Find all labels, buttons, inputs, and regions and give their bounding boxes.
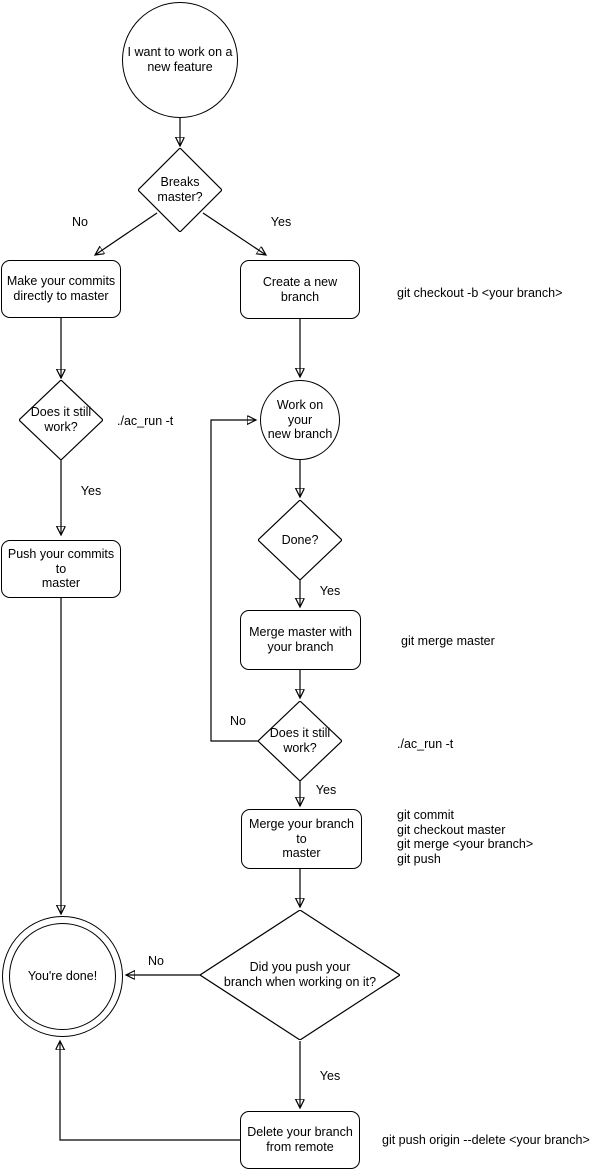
- node-breaks-master: Breaks master?: [138, 148, 222, 232]
- node-start-label: I want to work on a new feature: [127, 45, 233, 74]
- node-did-push-label: Did you push your branch when working on…: [223, 960, 377, 989]
- node-youre-done-inner-ring: You're done!: [9, 923, 116, 1030]
- node-youre-done-label: You're done!: [27, 969, 98, 984]
- edge-label-no-top: No: [70, 215, 90, 229]
- edge-label-yes-left: Yes: [78, 484, 104, 498]
- annotation-ac-run-right: ./ac_run -t: [397, 736, 454, 751]
- node-breaks-master-label: Breaks master?: [157, 175, 203, 204]
- annotation-checkout-branch: git checkout -b <your branch>: [397, 285, 563, 300]
- edge-label-yes-done: Yes: [317, 584, 343, 598]
- node-done-check: Done?: [258, 500, 342, 580]
- edge-label-no-loop: No: [228, 714, 248, 728]
- diamond-shape: [258, 500, 342, 580]
- node-merge-master: Merge master with your branch: [240, 610, 361, 670]
- node-does-work-right: Does it still work?: [258, 701, 342, 781]
- node-does-work-right-label: Does it still work?: [269, 726, 331, 755]
- node-work-branch: Work on your new branch: [260, 380, 340, 460]
- edge-label-yes-top: Yes: [268, 215, 294, 229]
- node-create-branch-label: Create a new branch: [262, 274, 338, 304]
- diamond-shape: [138, 148, 222, 232]
- node-make-commits-label: Make your commits directly to master: [6, 274, 116, 303]
- node-youre-done: You're done!: [2, 916, 123, 1037]
- node-did-push: Did you push your branch when working on…: [200, 910, 400, 1040]
- annotation-merge-branch-cmds: git commit git checkout master git merge…: [397, 808, 534, 866]
- node-does-work-left-label: Does it still work?: [30, 405, 92, 434]
- diamond-shape: [200, 910, 400, 1040]
- node-work-branch-label: Work on your new branch: [267, 397, 333, 442]
- annotation-ac-run-left: ./ac_run -t: [117, 413, 174, 428]
- node-delete-branch-label: Delete your branch from remote: [247, 1125, 353, 1154]
- node-push-commits: Push your commits to master: [1, 540, 121, 598]
- node-delete-branch: Delete your branch from remote: [240, 1111, 360, 1169]
- diamond-shape: [19, 380, 103, 460]
- edge-label-no-push: No: [146, 954, 166, 968]
- node-does-work-left: Does it still work?: [19, 380, 103, 460]
- node-merge-master-label: Merge master with your branch: [249, 625, 352, 654]
- node-make-commits: Make your commits directly to master: [1, 260, 121, 318]
- node-start: I want to work on a new feature: [122, 2, 238, 118]
- node-push-commits-label: Push your commits to master: [7, 546, 115, 591]
- diamond-shape: [258, 701, 342, 781]
- edge-label-yes-push: Yes: [317, 1069, 343, 1083]
- node-merge-branch: Merge your branch to master: [241, 809, 362, 869]
- node-merge-branch-label: Merge your branch to master: [249, 816, 354, 861]
- node-create-branch: Create a new branch: [240, 260, 360, 319]
- node-done-check-label: Done?: [281, 532, 319, 547]
- annotation-delete-remote-cmd: git push origin --delete <your branch>: [382, 1132, 590, 1147]
- edge-label-yes-work: Yes: [313, 783, 339, 797]
- annotation-merge-master-cmd: git merge master: [401, 633, 495, 648]
